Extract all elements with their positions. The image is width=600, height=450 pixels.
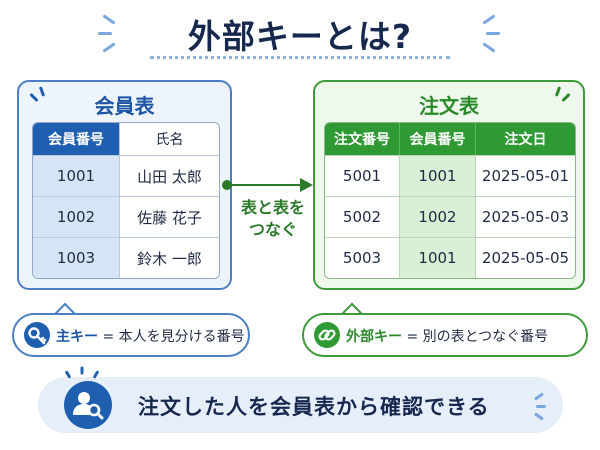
table-row: 5001 1001 2025-05-01 (325, 155, 575, 196)
member-name-cell: 鈴木 一郎 (119, 237, 219, 278)
members-table-title: 会員表 (94, 94, 155, 118)
user-search-icon (64, 381, 112, 429)
table-row: 1002 佐藤 花子 (33, 196, 219, 237)
order-date-cell: 2025-05-03 (475, 196, 575, 237)
order-member-id-cell: 1002 (399, 196, 475, 237)
accent-mark (534, 392, 544, 401)
primary-key-text: 主キー = 本人を見分ける番号 (56, 326, 245, 346)
table-header-row: 会員番号 氏名 (33, 123, 219, 155)
members-table-panel: 会員表 会員番号 氏名 1001 山田 太郎 1002 佐藤 花子 1003 鈴… (17, 80, 232, 290)
table-header-row: 注文番号 会員番号 注文日 (325, 123, 575, 155)
primary-key-callout: 主キー = 本人を見分ける番号 (12, 313, 250, 357)
column-header: 注文日 (475, 123, 575, 155)
accent-mark (92, 370, 100, 379)
orders-table-title: 注文表 (419, 94, 479, 118)
member-name-cell: 佐藤 花子 (119, 196, 219, 237)
member-id-cell: 1003 (33, 237, 119, 278)
column-header: 会員番号 (33, 123, 119, 155)
order-member-id-cell: 1001 (399, 155, 475, 196)
connector-label: 表と表を つなぐ (232, 197, 314, 241)
key-icon (24, 322, 50, 348)
title-sparkle-right (468, 14, 508, 54)
link-icon (314, 322, 340, 348)
page-title: 外部キーとは? (187, 17, 413, 56)
summary-text: 注文した人を会員表から確認できる (138, 395, 490, 419)
accent-mark (536, 405, 546, 408)
order-date-cell: 2025-05-05 (475, 237, 575, 278)
member-id-cell: 1002 (33, 196, 119, 237)
order-member-id-cell: 1001 (399, 237, 475, 278)
accent-mark (64, 370, 72, 379)
orders-table: 注文番号 会員番号 注文日 5001 1001 2025-05-01 5002 … (324, 122, 576, 279)
accent-mark (534, 412, 544, 421)
title-sparkle-left (92, 14, 132, 54)
foreign-key-description: = 別の表とつなぐ番号 (402, 329, 549, 345)
title-underline (150, 56, 450, 59)
table-row: 5002 1002 2025-05-03 (325, 196, 575, 237)
primary-key-description: = 本人を見分ける番号 (98, 329, 245, 345)
members-table: 会員番号 氏名 1001 山田 太郎 1002 佐藤 花子 1003 鈴木 一郎 (32, 122, 220, 279)
column-header: 氏名 (119, 123, 219, 155)
connector-start-dot (222, 180, 232, 190)
order-id-cell: 5002 (325, 196, 399, 237)
connector-label-line1: 表と表を (240, 198, 305, 217)
summary-banner: 注文した人を会員表から確認できる (38, 366, 563, 433)
member-id-cell: 1001 (33, 155, 119, 196)
primary-key-term: 主キー (56, 329, 98, 345)
member-name-cell: 山田 太郎 (119, 155, 219, 196)
order-date-cell: 2025-05-01 (475, 155, 575, 196)
connector-arrow-icon (300, 178, 313, 192)
foreign-key-term: 外部キー (346, 329, 402, 345)
table-row: 1003 鈴木 一郎 (33, 237, 219, 278)
table-row: 5003 1001 2025-05-05 (325, 237, 575, 278)
column-header: 注文番号 (325, 123, 399, 155)
order-id-cell: 5003 (325, 237, 399, 278)
accent-mark (80, 366, 84, 375)
foreign-key-text: 外部キー = 別の表とつなぐ番号 (346, 326, 548, 346)
column-header: 会員番号 (399, 123, 475, 155)
foreign-key-callout: 外部キー = 別の表とつなぐ番号 (302, 313, 588, 357)
connector-line (230, 184, 302, 186)
orders-table-panel: 注文表 注文番号 会員番号 注文日 5001 1001 2025-05-01 5… (313, 80, 585, 290)
connector-label-line2: つなぐ (248, 220, 297, 239)
order-id-cell: 5001 (325, 155, 399, 196)
table-row: 1001 山田 太郎 (33, 155, 219, 196)
